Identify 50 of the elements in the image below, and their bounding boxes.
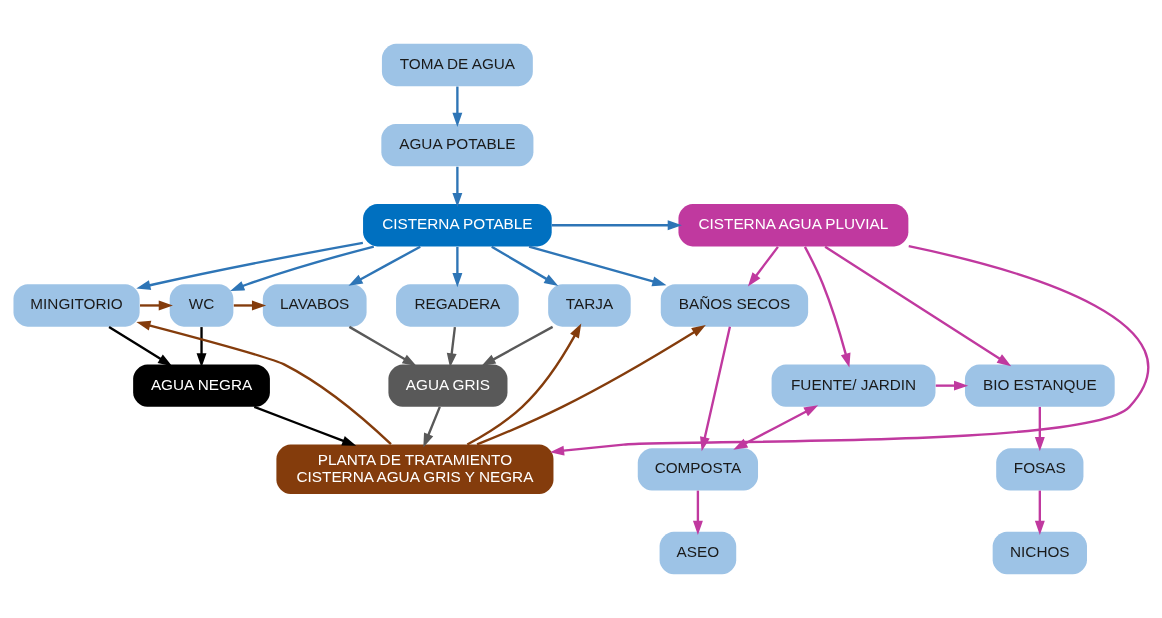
arrow: [747, 246, 779, 287]
node-box: ASEO: [659, 531, 737, 575]
arrow: [423, 406, 441, 448]
node-box: COMPOSTA: [637, 448, 759, 491]
node-box: AGUA NEGRA: [133, 364, 270, 407]
arrow: [1034, 490, 1045, 535]
node-box: FOSAS: [996, 448, 1084, 491]
node-box: CISTERNA AGUA PLUVIAL: [678, 204, 909, 247]
arrow: [1034, 406, 1045, 452]
arrow: [452, 166, 463, 208]
node-box: REGADERA: [396, 284, 519, 327]
arrow: [452, 86, 463, 127]
arrow: [700, 326, 732, 452]
node-box: WC: [169, 284, 234, 327]
node-box: AGUA POTABLE: [381, 123, 534, 167]
arrow: [108, 325, 173, 367]
arrow: [491, 245, 559, 286]
node-box: BAÑOS SECOS: [660, 284, 809, 327]
node-box: BIO ESTANQUE: [964, 364, 1115, 407]
arrow: [551, 220, 682, 231]
node-box: TARJA: [548, 284, 631, 327]
arrow: [935, 380, 969, 391]
arrow: [452, 246, 463, 288]
arrow: [528, 245, 667, 287]
node-box: NICHOS: [992, 531, 1087, 575]
node-box: AGUA GRIS: [388, 364, 508, 407]
arrow: [348, 325, 417, 367]
node-box: TOMA DE AGUA: [381, 43, 533, 87]
arrow: [549, 245, 1150, 456]
arrow: [233, 300, 267, 311]
arrow: [253, 405, 357, 446]
arrow: [733, 405, 819, 450]
arrow: [196, 327, 207, 368]
node-box: PLANTA DE TRATAMIENTO CISTERNA AGUA GRIS Y NEGRA: [276, 444, 554, 495]
node-box: FUENTE/ JARDIN: [771, 364, 936, 407]
arrow: [348, 245, 421, 286]
arrow: [692, 490, 703, 535]
arrow: [446, 326, 457, 368]
arrow: [466, 323, 582, 446]
arrow: [140, 300, 173, 311]
arrow: [230, 245, 375, 291]
arrow: [136, 320, 392, 446]
arrow: [803, 246, 851, 368]
node-box: MINGITORIO: [13, 284, 140, 327]
arrow: [136, 241, 364, 291]
arrow: [481, 325, 554, 367]
node-box: LAVABOS: [262, 284, 367, 327]
arrow: [476, 324, 706, 446]
node-box: CISTERNA POTABLE: [363, 204, 552, 247]
arrow: [824, 245, 1012, 367]
